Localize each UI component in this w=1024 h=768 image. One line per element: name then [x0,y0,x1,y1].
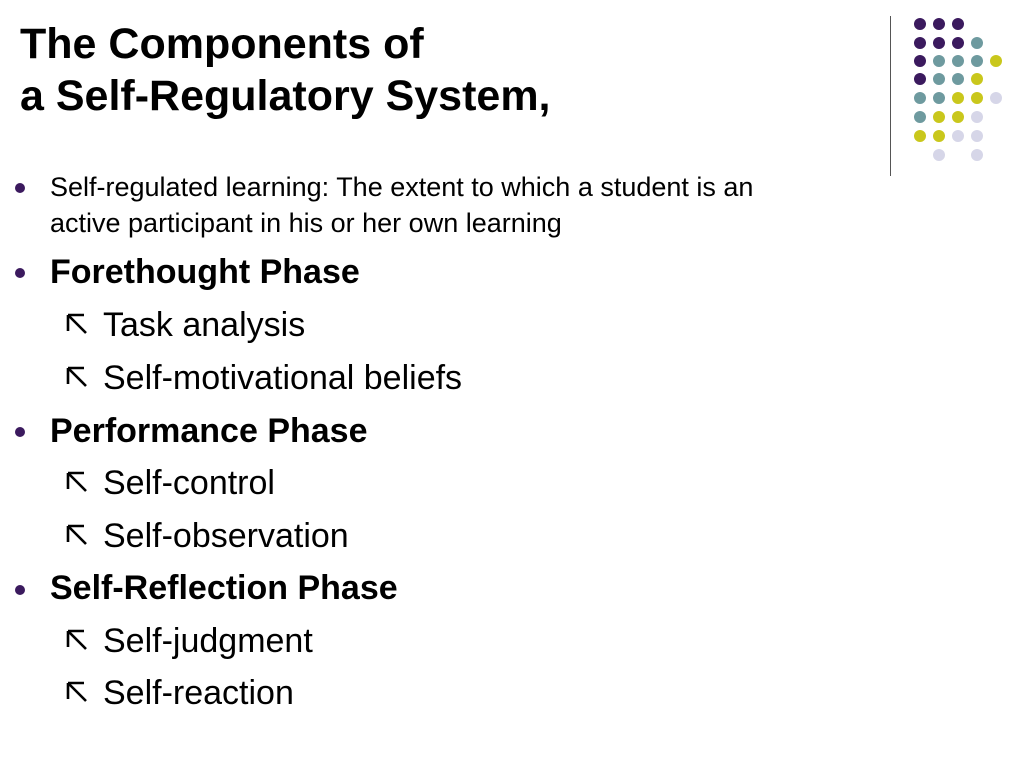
intro-line-2: active participant in his or her own lea… [50,208,562,238]
decoration-dot [952,130,964,142]
performance-item-1: Self-control [103,464,275,502]
decoration-dot [971,55,983,67]
self-reflection-item-2: Self-reaction [103,674,294,712]
self-reflection-item-1: Self-judgment [103,622,313,660]
decoration-dot [914,130,926,142]
decoration-dot [933,73,945,85]
decoration-dot [933,92,945,104]
decoration-dot [990,55,1002,67]
decoration-dot [914,18,926,30]
decoration-dot [914,92,926,104]
decoration-dot [971,130,983,142]
decoration-dot [933,130,945,142]
arrow-up-left-icon [66,681,87,702]
decoration-dot [952,37,964,49]
arrow-up-left-icon [66,471,87,492]
decoration-dot [952,73,964,85]
decoration-dot [971,111,983,123]
round-bullet-icon [15,183,25,193]
decoration-dot [914,73,926,85]
arrow-up-left-icon [66,366,87,387]
forethought-item-2: Self-motivational beliefs [103,359,463,397]
decoration-dot [990,92,1002,104]
decoration-dot [952,92,964,104]
round-bullet-icon [15,585,25,595]
decoration-dot [952,55,964,67]
decoration-dot [971,73,983,85]
performance-item-2: Self-observation [103,517,349,555]
arrow-up-left-icon [66,629,87,650]
decoration-dot [971,37,983,49]
decoration-dot [971,149,983,161]
decoration-dot [914,55,926,67]
decoration-dot [933,18,945,30]
decoration-dot [933,149,945,161]
decoration-dot [933,55,945,67]
decoration-dot [933,111,945,123]
intro-line-1: Self-regulated learning: The extent to w… [50,172,754,202]
title-line-2: a Self-Regulatory System, [20,72,551,120]
round-bullet-icon [15,427,25,437]
decoration-dot [914,111,926,123]
arrow-up-left-icon [66,524,87,545]
forethought-item-1: Task analysis [103,306,306,344]
decoration-dot [952,111,964,123]
title-divider [890,16,891,176]
arrow-up-left-icon [66,313,87,334]
decoration-dot [971,92,983,104]
phase-self-reflection: Self-Reflection Phase [50,569,398,607]
decoration-dot [933,37,945,49]
decoration-dot [952,18,964,30]
phase-performance: Performance Phase [50,412,368,450]
slide-title: The Components of a Self-Regulatory Syst… [20,18,551,122]
title-line-1: The Components of [20,20,424,68]
phase-forethought: Forethought Phase [50,253,360,291]
decoration-dot [914,37,926,49]
round-bullet-icon [15,268,25,278]
